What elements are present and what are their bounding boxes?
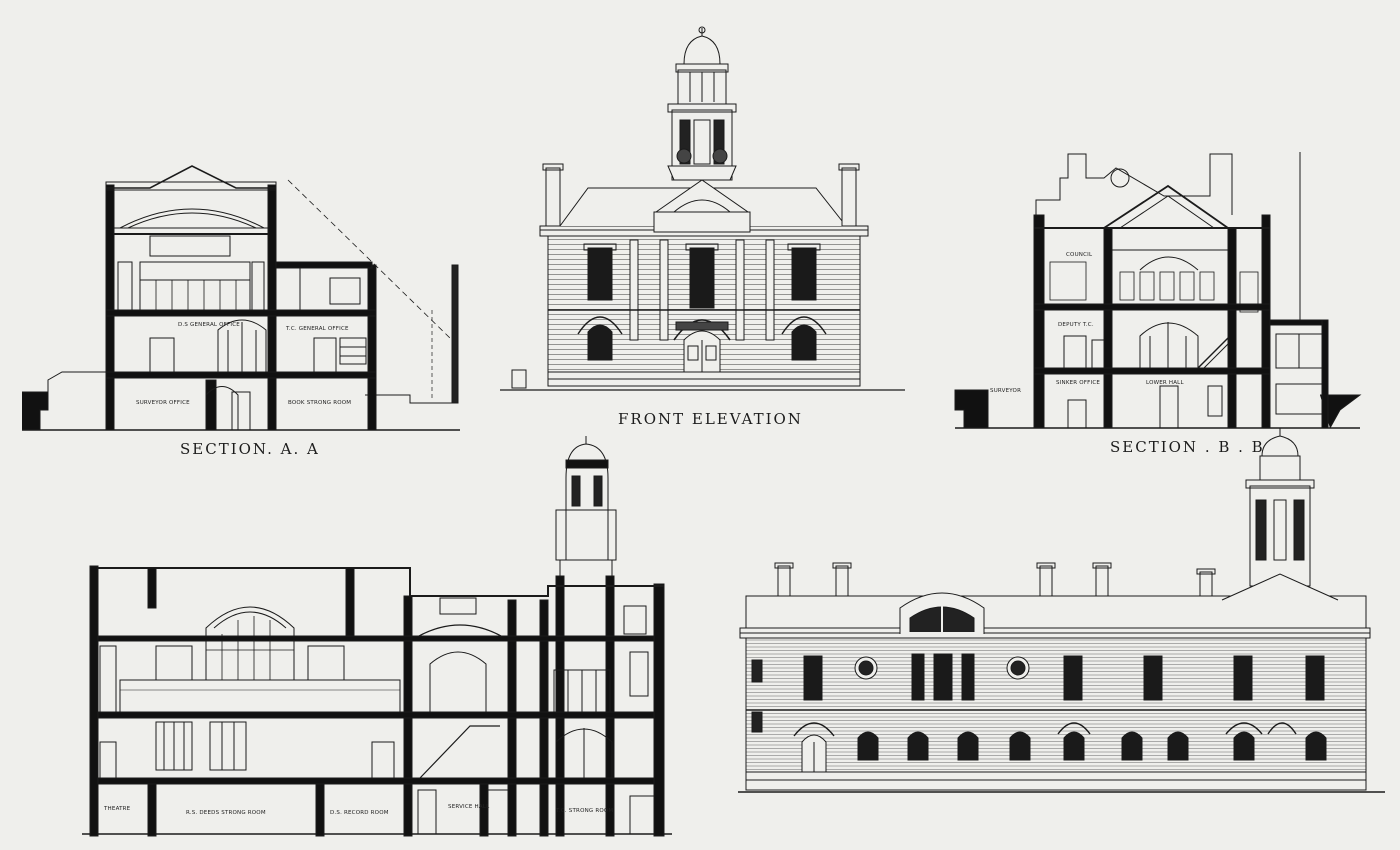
front-elevation-drawing [500, 26, 905, 391]
longitudinal-section-drawing [82, 436, 672, 837]
long-label-3: D.S. RECORD ROOM [330, 810, 389, 816]
aa-label-upper-right: T.C. GENERAL OFFICE [285, 326, 349, 332]
bb-label-lower-mid: SINKER OFFICE [1056, 380, 1100, 386]
caption-section-bb: SECTION . B . B [1110, 438, 1265, 456]
aa-label-lower-left: SURVEYOR OFFICE [136, 400, 190, 406]
long-label-1: THEATRE [103, 806, 131, 812]
caption-front-elevation: FRONT ELEVATION [618, 410, 803, 428]
bb-label-lower-left: SURVEYOR [990, 388, 1021, 394]
aa-label-lower-right: BOOK STRONG ROOM [288, 400, 351, 406]
bb-label-upper: COUNCIL [1066, 252, 1093, 258]
long-label-2: R.S. DEEDS STRONG ROOM [186, 810, 266, 816]
long-label-4: SERVICE HALL [448, 804, 490, 810]
long-label-5: T.C. STRONG ROOM [555, 808, 613, 814]
side-elevation-drawing [738, 428, 1385, 793]
aa-label-upper-left: D.S GENERAL OFFICE [178, 322, 240, 328]
section-bb-drawing [954, 152, 1362, 429]
section-aa-drawing [22, 165, 460, 431]
bb-label-lower-right: LOWER HALL [1146, 380, 1184, 386]
bb-label-middle: DEPUTY T.C. [1058, 322, 1094, 328]
caption-section-aa: SECTION. A. A [180, 440, 320, 458]
